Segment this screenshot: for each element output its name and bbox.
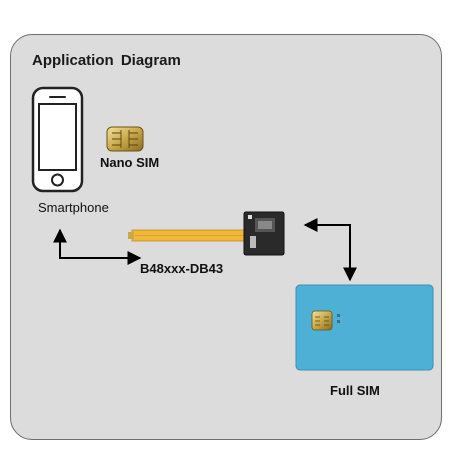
smartphone-icon — [31, 86, 84, 193]
full-sim-connection-arrow — [303, 218, 357, 282]
flex-cable-adapter-icon — [128, 211, 285, 256]
diagram-title: Application Diagram — [32, 52, 181, 69]
nano-sim-label: Nano SIM — [100, 155, 160, 170]
smartphone-connection-arrow — [53, 228, 142, 265]
nano-sim-icon — [106, 126, 144, 152]
smartphone-label: Smartphone — [38, 200, 109, 215]
device-label: B48xxx-DB43 — [140, 261, 224, 276]
full-sim-card-icon — [295, 284, 434, 371]
full-sim-label: Full SIM — [330, 383, 380, 398]
